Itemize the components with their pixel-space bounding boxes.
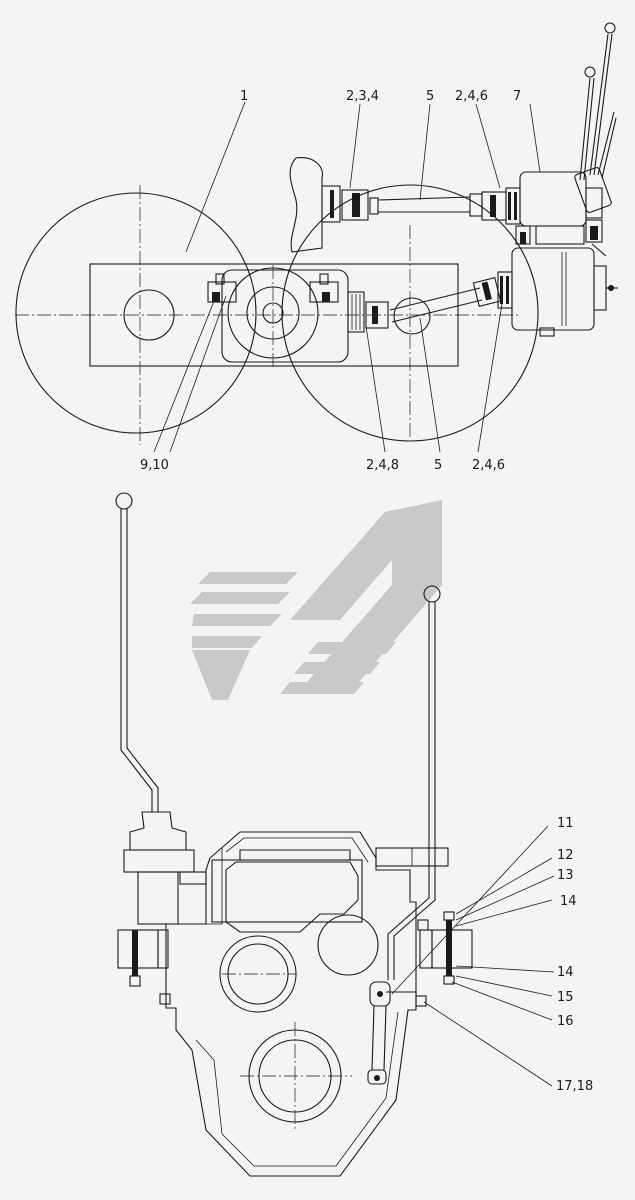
top-leaders [153, 101, 541, 453]
label-11: 11 [557, 816, 574, 831]
label-14-top: 14 [560, 894, 577, 909]
side-view: 11 12 13 14 14 15 16 17,18 [115, 492, 593, 1177]
label-12: 12 [557, 848, 574, 863]
top-view: 1 2,3,4 5 2,4,6 7 9,10 2,4,8 5 2,4,6 [15, 22, 618, 473]
right-lever-knob [423, 585, 441, 603]
watermark-logo [190, 500, 442, 700]
left-lever-knob [115, 492, 133, 510]
label-2-4-6-bottom: 2,4,6 [472, 458, 505, 473]
label-1: 1 [240, 89, 248, 104]
side-leaders [391, 825, 555, 1087]
label-9-10: 9,10 [140, 458, 169, 473]
label-15: 15 [557, 990, 574, 1005]
label-2-4-6-top: 2,4,6 [455, 89, 488, 104]
label-17-18: 17,18 [556, 1079, 593, 1094]
label-16: 16 [557, 1014, 574, 1029]
right-wheel-circle [281, 184, 539, 442]
right-mount [415, 911, 473, 1007]
upper-cardan-shaft [341, 187, 521, 225]
label-13: 13 [557, 868, 574, 883]
label-2-3-4: 2,3,4 [346, 89, 379, 104]
label-2-4-8: 2,4,8 [366, 458, 399, 473]
upper-reducer [515, 22, 617, 257]
lower-reducer [511, 247, 618, 337]
label-5-top: 5 [426, 89, 434, 104]
lower-cardan-shaft [365, 271, 513, 329]
frame-hole-right [393, 297, 431, 335]
left-mount [117, 929, 171, 1005]
linkage-arm [367, 981, 416, 1085]
upper-intake [289, 157, 341, 253]
label-5-bottom: 5 [434, 458, 442, 473]
left-wheel-circle [15, 192, 257, 434]
label-14-bottom: 14 [557, 965, 574, 980]
label-7: 7 [513, 89, 521, 104]
